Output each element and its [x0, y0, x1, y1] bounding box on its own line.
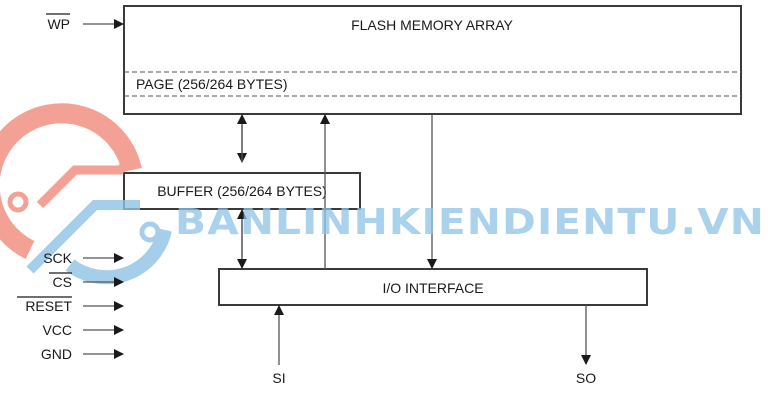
watermark-text: BANLINHKIENDIENTU.VN — [175, 202, 765, 243]
buffer-block: BUFFER (256/264 BYTES) — [123, 172, 361, 210]
vcc-label: VCC — [42, 322, 72, 338]
watermark-red-trace — [36, 151, 139, 209]
watermark-red-arc — [0, 103, 142, 259]
sck-input: SCK — [43, 250, 124, 266]
buffer-label: BUFFER (256/264 BYTES) — [157, 183, 327, 199]
watermark-red-node — [7, 191, 29, 213]
watermark-blue-trace — [26, 200, 140, 274]
reset-input: RESET — [17, 296, 124, 314]
si-label: SI — [272, 370, 285, 386]
io-interface-label: I/O INTERFACE — [382, 280, 483, 296]
gnd-label: GND — [41, 346, 72, 362]
wp-input: WP — [46, 13, 124, 32]
reset-label: RESET — [25, 298, 72, 314]
cs-input: CS — [49, 272, 124, 290]
cs-label: CS — [53, 274, 72, 290]
watermark-logo — [0, 103, 172, 285]
watermark-blue-arc — [65, 228, 172, 285]
so-label: SO — [576, 370, 596, 386]
flash-memory-array-block: FLASH MEMORY ARRAY PAGE (256/264 BYTES) — [123, 5, 742, 115]
vcc-input: VCC — [42, 322, 124, 338]
io-interface-block: I/O INTERFACE — [218, 268, 648, 306]
wp-label: WP — [47, 16, 70, 32]
si-input: SI — [272, 305, 286, 386]
watermark-blue-node — [139, 221, 161, 243]
flash-memory-array-label: FLASH MEMORY ARRAY — [351, 17, 513, 33]
so-output: SO — [576, 305, 596, 386]
page-label: PAGE (256/264 BYTES) — [136, 76, 287, 92]
sck-label: SCK — [43, 250, 72, 266]
gnd-input: GND — [41, 346, 124, 362]
